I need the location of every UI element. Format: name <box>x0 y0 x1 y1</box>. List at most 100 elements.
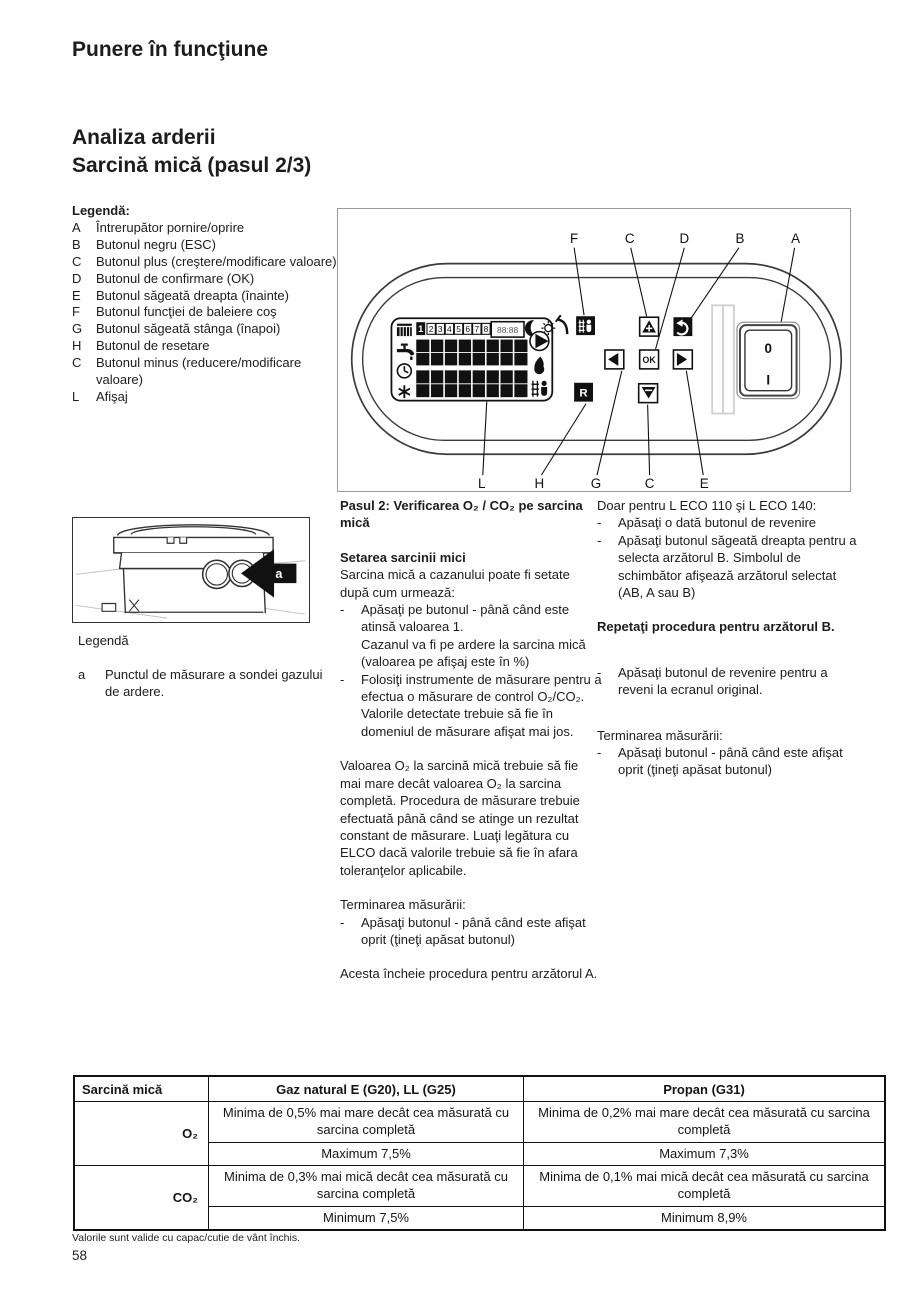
flame-icon <box>534 356 545 375</box>
lcd-matrix-rows <box>416 339 528 398</box>
callout-labels-top: F C D B A <box>570 231 800 246</box>
svg-text:C: C <box>625 231 635 246</box>
figure-legend-letter: a <box>78 667 86 682</box>
svg-text:2: 2 <box>429 324 434 334</box>
values-table: Sarcină mică Gaz natural E (G20), LL (G2… <box>73 1075 886 1231</box>
table-header-propane: Propan (G31) <box>523 1075 886 1102</box>
step-term-label: Terminarea măsurării: <box>340 897 466 913</box>
step-subheading: Setarea sarcinii mici <box>340 549 466 565</box>
svg-text:E: E <box>700 476 709 491</box>
chimney-sweep-icon <box>531 380 548 397</box>
svg-text:88:88: 88:88 <box>497 325 518 335</box>
svg-text:6: 6 <box>465 324 470 334</box>
right-term-label: Terminarea măsurării: <box>597 727 723 743</box>
chapter-title: Punere în funcţiune <box>72 38 269 61</box>
step-bullet: - Apăsaţi pe butonul - până când este at… <box>340 602 586 670</box>
power-switch: 0 I <box>736 321 801 400</box>
svg-text:R: R <box>579 388 587 400</box>
page-number: 58 <box>72 1248 88 1263</box>
svg-text:1: 1 <box>418 323 423 334</box>
figure-legend-text: Punctul de măsurare a sondei gazului de … <box>105 667 323 700</box>
snowflake-icon <box>398 385 411 399</box>
right-bullet: - Apăsaţi butonul săgeată dreapta pentru… <box>597 532 857 601</box>
svg-text:G: G <box>591 476 601 491</box>
svg-text:F: F <box>570 231 578 246</box>
callout-labels-bottom: L H G C E <box>478 476 709 491</box>
table-header-row: Sarcină mică Gaz natural E (G20), LL (G2… <box>73 1075 886 1102</box>
step-intro: Sarcina mică a cazanului poate fi setate… <box>340 567 570 600</box>
ok-button: OK <box>638 349 660 370</box>
return-button <box>673 317 693 337</box>
step-bullet: - Apăsaţi butonul - până când este afişa… <box>340 914 586 947</box>
pump-icon <box>529 330 550 352</box>
callout-leaders-bottom <box>482 370 704 476</box>
lcd-time-display: 88:88 <box>490 320 525 338</box>
svg-text:3: 3 <box>438 324 443 334</box>
figure-legend-item: a Punctul de măsurare a sondei gazului d… <box>78 666 328 701</box>
svg-text:4: 4 <box>447 324 452 334</box>
svg-text:L: L <box>478 476 485 491</box>
section-title-line1: Analiza arderii <box>72 126 216 149</box>
right-column: Doar pentru L ECO 110 şi L ECO 140: - Ap… <box>597 497 863 779</box>
svg-text:OK: OK <box>643 355 657 365</box>
figure-caption: Legendă <box>78 633 129 648</box>
table-row: Minimum 7,5% Minimum 8,9% <box>74 1206 886 1231</box>
step-paragraph: Valoarea O₂ la sarcină mică trebuie să f… <box>340 758 580 878</box>
measuring-point-drawing: a <box>75 524 306 619</box>
table-footnote: Valorile sunt valide cu capac/cutie de v… <box>72 1232 301 1244</box>
step-column: Pasul 2: Verificarea O₂ / CO₂ pe sarcina… <box>340 497 602 983</box>
panel-outline-inner <box>361 276 832 442</box>
switch-on-label: I <box>766 373 770 388</box>
row-label-co2: CO₂ <box>73 1165 209 1231</box>
table-row: O₂ Minima de 0,5% mai mare decât cea măs… <box>73 1101 886 1166</box>
panel-slot <box>711 304 735 415</box>
table-row: CO₂ Minima de 0,3% mai mică decât cea mă… <box>73 1165 886 1231</box>
svg-text:7: 7 <box>474 324 479 334</box>
step-bullet: - Folosiţi instrumente de măsurare pentr… <box>340 671 602 739</box>
right-intro: Doar pentru L ECO 110 şi L ECO 140: <box>597 498 817 513</box>
pointer-arrow: a <box>241 549 297 598</box>
lcd-digit-row: 1 2 3 4 5 6 7 8 <box>416 322 491 336</box>
callout-leaders-top <box>573 247 796 350</box>
reset-button: R <box>574 382 594 402</box>
svg-text:D: D <box>680 231 690 246</box>
row-label-o2: O₂ <box>73 1101 209 1166</box>
right-bullet: - Apăsaţi butonul de revenire pentru a r… <box>597 664 828 698</box>
chimney-sweep-button <box>576 316 595 336</box>
measuring-point-figure: a <box>72 517 310 623</box>
pointer-arrow-label: a <box>275 567 283 581</box>
svg-text:H: H <box>535 476 545 491</box>
step-heading: Pasul 2: Verificarea O₂ / CO₂ pe sarcina… <box>340 498 583 531</box>
right-bullet: - Apăsaţi o dată butonul de revenire <box>597 515 817 531</box>
tap-icon <box>396 343 415 360</box>
table-header-load: Sarcină mică <box>73 1075 209 1102</box>
step-closing: Acesta încheie procedura pentru arzătoru… <box>340 966 598 982</box>
right-bold-paragraph: Repetaţi procedura pentru arzătorul B. <box>597 619 835 635</box>
legend-heading: Legendă: <box>72 203 130 218</box>
table-row: Maximum 7,5% Maximum 7,3% <box>74 1142 886 1166</box>
right-bullet: - Apăsaţi butonul - până când este afişa… <box>597 745 843 778</box>
flue-icon <box>554 314 569 335</box>
radiator-icon <box>396 323 412 337</box>
sun-icon <box>541 321 556 336</box>
left-arrow-button <box>604 349 625 370</box>
section-title: Analiza arderii Sarcină mică (pasul 2/3) <box>72 124 311 180</box>
svg-text:B: B <box>735 231 744 246</box>
svg-text:C: C <box>645 476 655 491</box>
control-panel-drawing: F C D B A L H G C E <box>350 231 843 491</box>
lcd-display: 1 2 3 4 5 6 7 8 <box>390 314 569 402</box>
svg-text:5: 5 <box>456 324 461 334</box>
switch-off-label: 0 <box>765 341 772 356</box>
control-panel-figure: F C D B A L H G C E <box>337 208 851 492</box>
